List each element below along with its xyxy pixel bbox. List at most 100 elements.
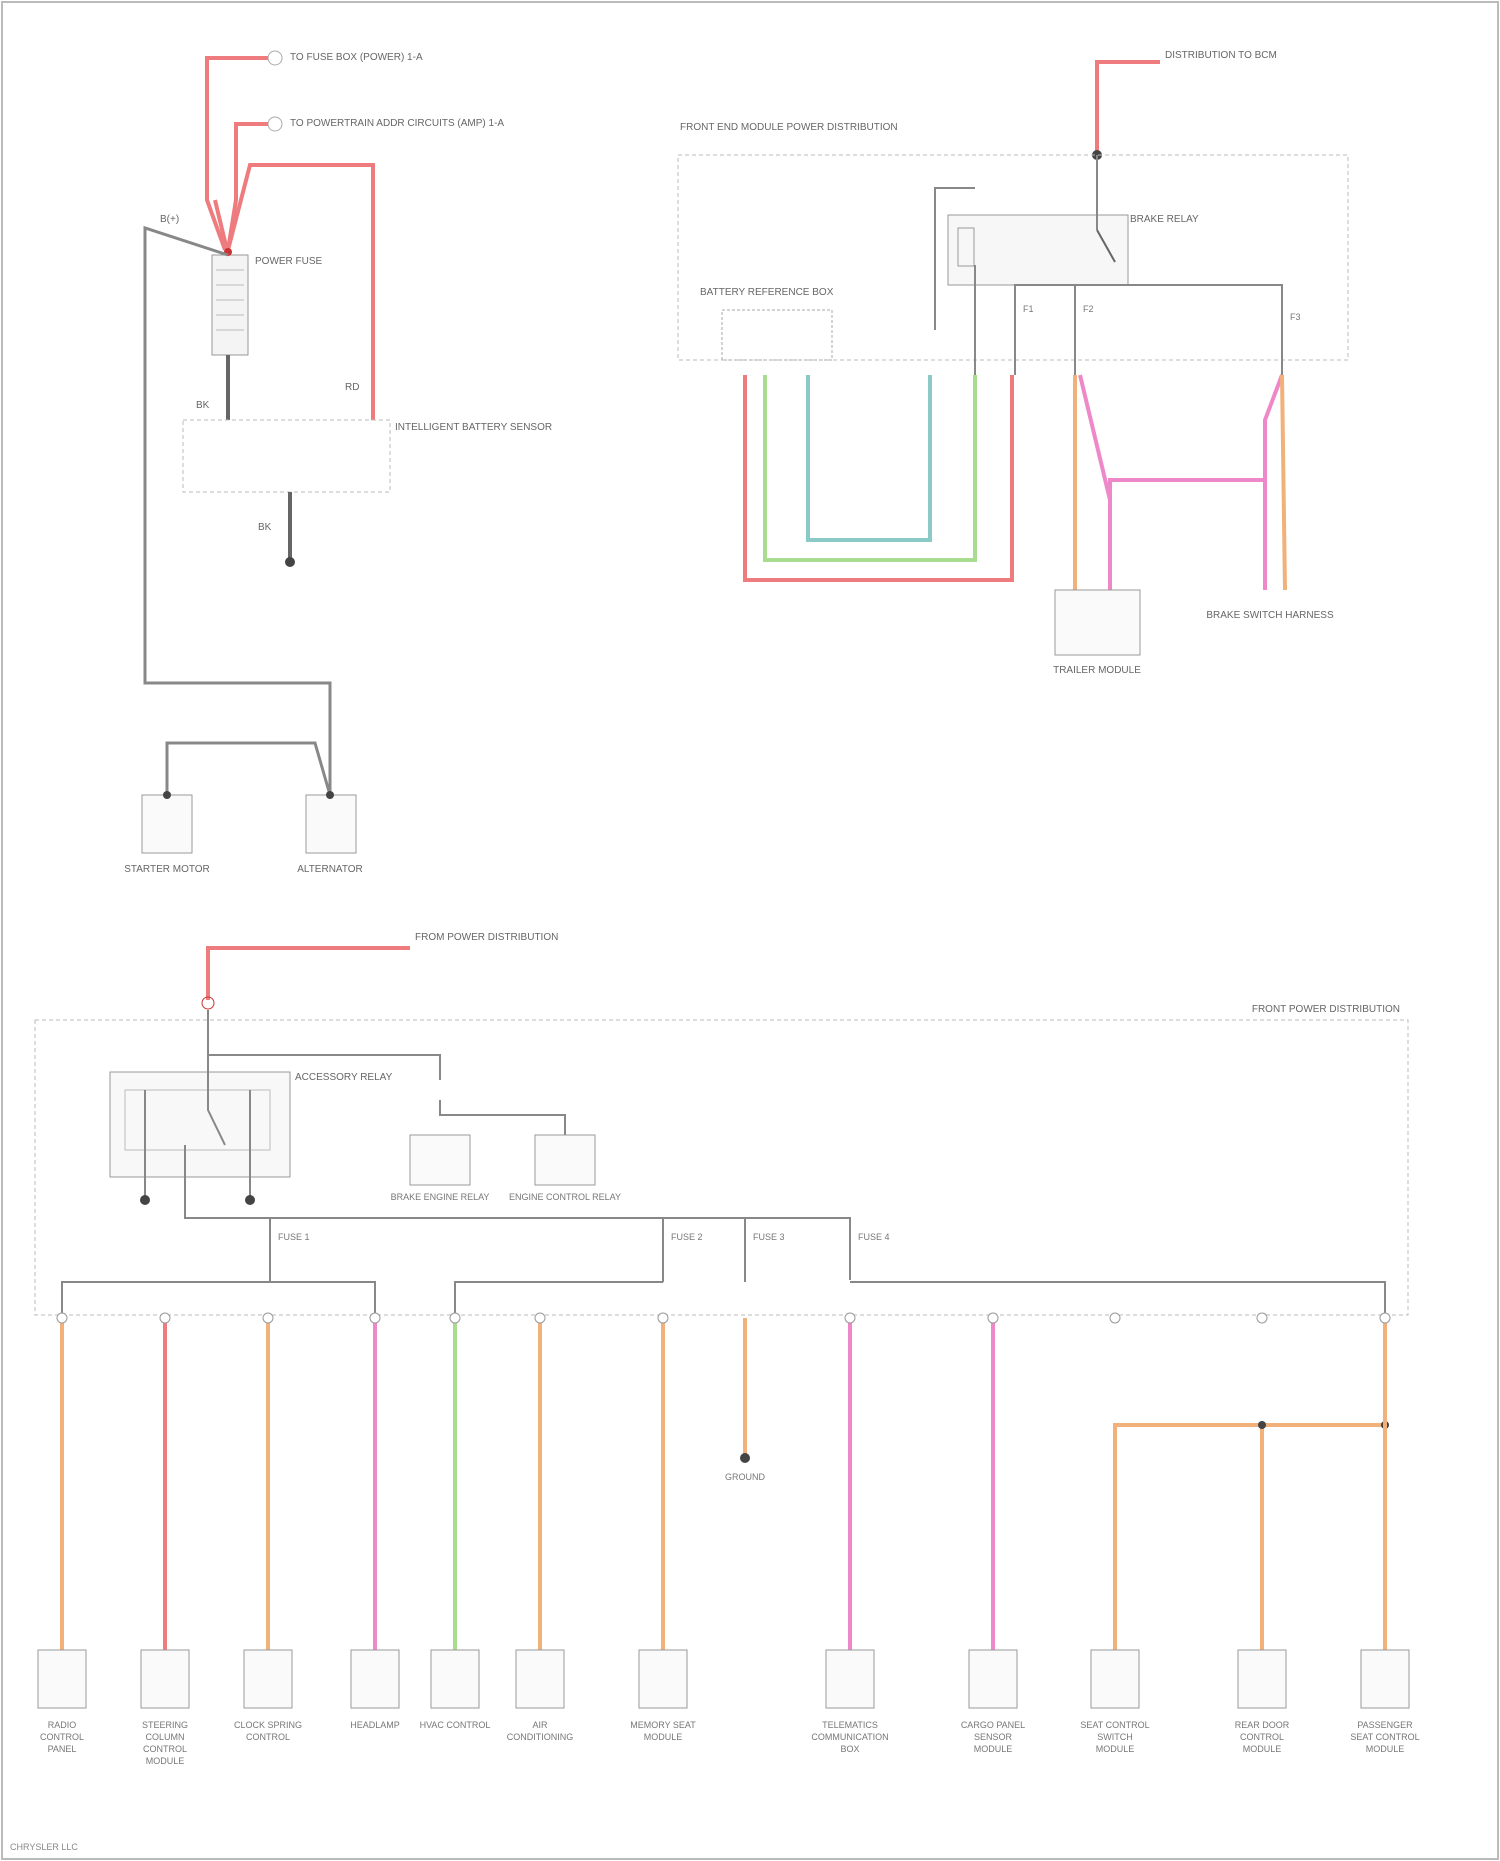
tr-red-loop xyxy=(745,375,1012,580)
load-box-3 xyxy=(244,1650,292,1708)
dist-bar-2 xyxy=(455,1282,663,1318)
load-connector-9 xyxy=(988,1313,998,1323)
tr-fuse-bus xyxy=(1015,285,1282,330)
wire-label-bk: BK xyxy=(196,400,210,411)
ground-node xyxy=(285,557,295,567)
ground-label: GROUND xyxy=(725,1472,765,1482)
load-wires xyxy=(57,1313,1390,1650)
accessory-relay-box xyxy=(110,1072,290,1177)
load-connector-5 xyxy=(450,1313,460,1323)
battery-reference-box xyxy=(722,310,832,360)
tr-green-loop xyxy=(765,375,975,560)
brake-engine-relay-label: BRAKE ENGINE RELAY xyxy=(391,1192,490,1202)
tr-feed-wire xyxy=(1097,62,1160,155)
alternator-label: ALTERNATOR xyxy=(297,864,363,875)
alternator-box xyxy=(306,795,356,853)
tr-pink-branch xyxy=(1110,480,1265,590)
battery-reference-label: BATTERY REFERENCE BOX xyxy=(700,287,834,298)
seat-branch-wire xyxy=(1115,1425,1385,1650)
feed-connector-2 xyxy=(268,117,282,131)
load-boxes: RADIOCONTROLPANEL STEERINGCOLUMNCONTROLMO… xyxy=(38,1650,1420,1766)
load-box-9 xyxy=(969,1650,1017,1708)
feed-label-2: TO POWERTRAIN ADDR CIRCUITS (AMP) 1-A xyxy=(290,118,504,129)
load-box-11 xyxy=(1238,1650,1286,1708)
fuse-block-label: POWER FUSE xyxy=(255,256,323,267)
tr-pink-right xyxy=(1265,375,1282,590)
load-box-7 xyxy=(639,1650,687,1708)
starter-node xyxy=(163,791,171,799)
alternator-node xyxy=(326,791,334,799)
load-box-2 xyxy=(141,1650,189,1708)
feed-connector-1 xyxy=(268,51,282,65)
accessory-relay-label: ACCESSORY RELAY xyxy=(295,1072,393,1083)
load-box-10 xyxy=(1091,1650,1139,1708)
tr-pink-wire xyxy=(1080,375,1110,590)
dist-bar-1 xyxy=(62,1282,375,1318)
load-connector-7 xyxy=(658,1313,668,1323)
battery-sensor-label: INTELLIGENT BATTERY SENSOR xyxy=(395,422,552,433)
starter-motor-box xyxy=(142,795,192,853)
load-connector-11 xyxy=(1257,1313,1267,1323)
trailer-module-label: TRAILER MODULE xyxy=(1053,665,1141,676)
footer-text: CHRYSLER LLC xyxy=(10,1842,78,1852)
top-left-section: TO FUSE BOX (POWER) 1-A TO POWERTRAIN AD… xyxy=(124,51,552,875)
sub-relay-bus xyxy=(440,1100,565,1135)
bottom-feed-label: FROM POWER DISTRIBUTION xyxy=(415,932,558,943)
wire-starter xyxy=(167,743,330,795)
load-connector-6 xyxy=(535,1313,545,1323)
front-power-distribution-label: FRONT POWER DISTRIBUTION xyxy=(1252,1004,1400,1015)
brake-switch-label: BRAKE SWITCH HARNESS xyxy=(1206,610,1334,621)
starter-label: STARTER MOTOR xyxy=(124,864,210,875)
load-connector-4 xyxy=(370,1313,380,1323)
fuse-2-label: FUSE 2 xyxy=(671,1232,703,1242)
engine-control-relay-box xyxy=(535,1135,595,1185)
wire-label-rd: RD xyxy=(345,382,359,393)
brake-engine-relay-box xyxy=(410,1135,470,1185)
wire-label-b-plus: B(+) xyxy=(160,214,179,225)
relay-ground-2 xyxy=(245,1195,255,1205)
fuse-f3-label: F3 xyxy=(1290,312,1301,322)
battery-sensor-box xyxy=(183,420,390,492)
top-right-section: DISTRIBUTION TO BCM FRONT END MODULE POW… xyxy=(678,50,1348,676)
ground-wire-label: BK xyxy=(258,522,272,533)
load-box-12 xyxy=(1361,1650,1409,1708)
fuse-1-label: FUSE 1 xyxy=(278,1232,310,1242)
load-box-8 xyxy=(826,1650,874,1708)
trailer-module-box xyxy=(1055,590,1140,655)
load-box-4 xyxy=(351,1650,399,1708)
load-label-5: HVAC CONTROL xyxy=(420,1720,491,1730)
load-box-1 xyxy=(38,1650,86,1708)
load-connector-10 xyxy=(1110,1313,1120,1323)
feed-label-1: TO FUSE BOX (POWER) 1-A xyxy=(290,52,423,63)
relay-ground-1 xyxy=(140,1195,150,1205)
dist-bar-3 xyxy=(850,1282,1385,1318)
front-end-module-label: FRONT END MODULE POWER DISTRIBUTION xyxy=(680,122,898,133)
load-connector-8 xyxy=(845,1313,855,1323)
load-box-5 xyxy=(431,1650,479,1708)
load-connector-12 xyxy=(1380,1313,1390,1323)
tr-orange-right xyxy=(1282,375,1285,590)
bottom-feed-wire xyxy=(208,948,410,1000)
fuse-4-label: FUSE 4 xyxy=(858,1232,890,1242)
tr-teal-loop xyxy=(808,375,930,540)
load-connector-2 xyxy=(160,1313,170,1323)
brake-relay-label: BRAKE RELAY xyxy=(1130,214,1199,225)
seat-branch-node-1 xyxy=(1258,1421,1266,1429)
fuse-f2-label: F2 xyxy=(1083,304,1094,314)
load-connector-1 xyxy=(57,1313,67,1323)
load-box-6 xyxy=(516,1650,564,1708)
bottom-section: FROM POWER DISTRIBUTION FRONT POWER DIST… xyxy=(35,932,1420,1766)
engine-control-relay-label: ENGINE CONTROL RELAY xyxy=(509,1192,621,1202)
